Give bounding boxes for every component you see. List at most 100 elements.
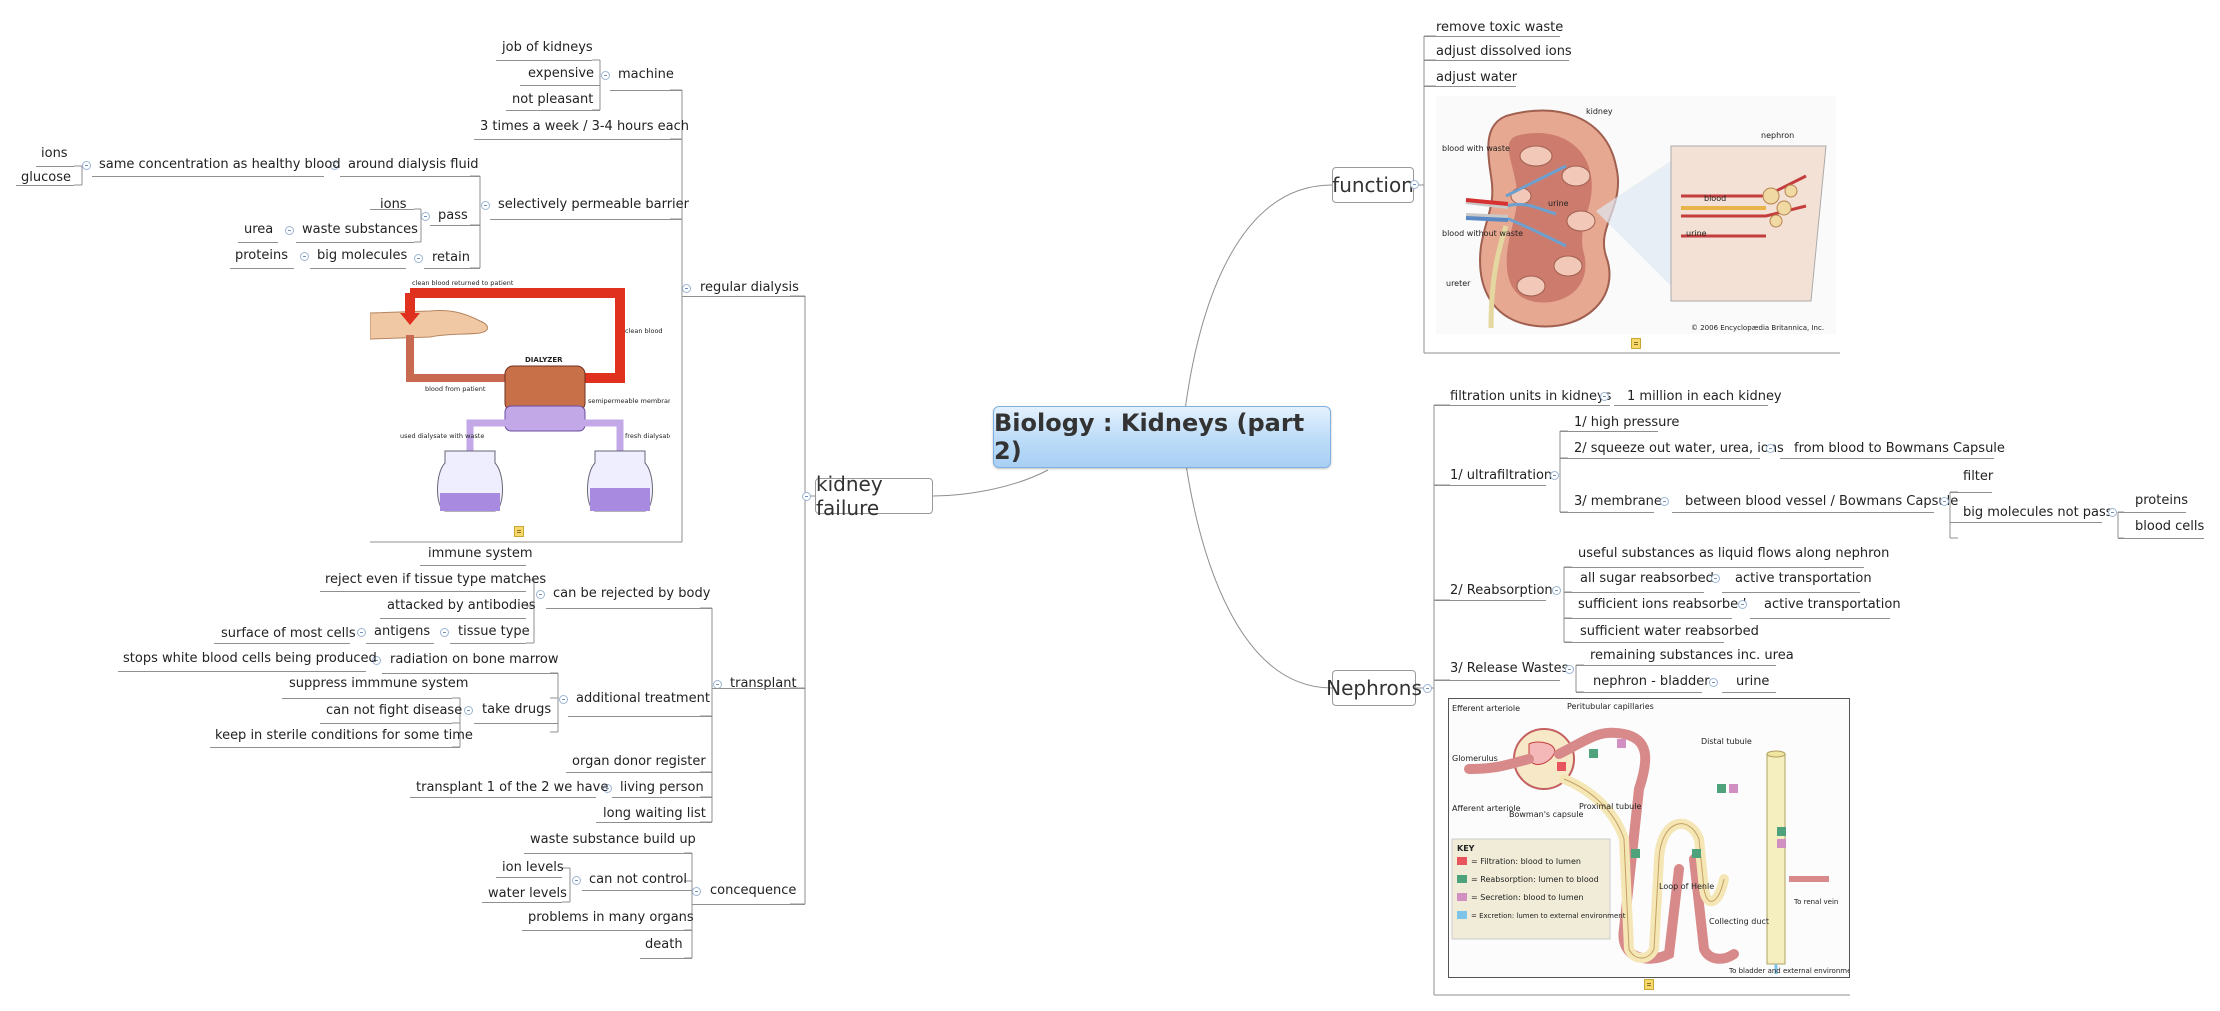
node-3-times-a-week[interactable]: 3 times a week / 3-4 hours each (480, 119, 689, 135)
collapse-button-nephrons[interactable] (1423, 684, 1432, 693)
node-radiation[interactable]: radiation on bone marrow (390, 652, 558, 668)
node-sufficient-water[interactable]: sufficient water reabsorbed (1580, 624, 1759, 640)
node-transplant[interactable]: transplant (730, 676, 797, 692)
node-nephron-bladder[interactable]: nephron - bladder (1593, 674, 1710, 690)
collapse-button[interactable] (1565, 665, 1574, 674)
node-active-transportation-1[interactable]: active transportation (1735, 571, 1872, 587)
collapse-button[interactable] (1552, 586, 1561, 595)
node-organ-donor-register[interactable]: organ donor register (572, 754, 706, 770)
node-waste-substances[interactable]: waste substances (302, 222, 418, 238)
node-attacked-by-antibodies[interactable]: attacked by antibodies (387, 598, 536, 614)
node-keep-sterile[interactable]: keep in sterile conditions for some time (215, 728, 473, 744)
collapse-button[interactable] (603, 784, 612, 793)
collapse-button[interactable] (572, 876, 581, 885)
node-can-not-control[interactable]: can not control (589, 872, 687, 888)
node-release-wastes[interactable]: 3/ Release Wastes (1450, 661, 1568, 677)
collapse-button[interactable] (440, 628, 449, 637)
node-sufficient-ions[interactable]: sufficient ions reabsorbed (1578, 597, 1746, 613)
node-urine[interactable]: urine (1736, 674, 1769, 690)
topic-function[interactable]: function (1332, 167, 1414, 203)
node-stops-white-blood-cells[interactable]: stops white blood cells being produced (123, 651, 377, 667)
collapse-button[interactable] (559, 695, 568, 704)
collapse-button[interactable] (601, 71, 610, 80)
node-remove-toxic-waste[interactable]: remove toxic waste (1436, 20, 1563, 36)
collapse-button[interactable] (692, 887, 701, 896)
collapse-button[interactable] (372, 656, 381, 665)
node-proteins-retain[interactable]: proteins (235, 248, 288, 264)
node-concequence[interactable]: concequence (710, 883, 796, 899)
node-long-waiting-list[interactable]: long waiting list (603, 806, 706, 822)
node-expensive[interactable]: expensive (528, 66, 594, 82)
node-membrane[interactable]: 3/ membrane (1574, 494, 1662, 510)
node-job-of-kidneys[interactable]: job of kidneys (502, 40, 593, 56)
collapse-button[interactable] (682, 284, 691, 293)
node-pass-ions[interactable]: ions (380, 197, 407, 213)
collapse-button[interactable] (414, 254, 423, 263)
node-antigens[interactable]: antigens (374, 624, 430, 640)
collapse-button[interactable] (1711, 574, 1720, 583)
collapse-button-function[interactable] (1410, 180, 1419, 189)
node-useful-substances[interactable]: useful substances as liquid flows along … (1578, 546, 1889, 562)
collapse-button[interactable] (536, 590, 545, 599)
collapse-button[interactable] (1660, 497, 1669, 506)
node-regular-dialysis[interactable]: regular dialysis (700, 280, 799, 296)
node-death[interactable]: death (645, 937, 683, 953)
node-blood-cells[interactable]: blood cells (2135, 519, 2204, 535)
topic-nephrons[interactable]: Nephrons (1326, 670, 1422, 706)
collapse-button-kidney-failure[interactable] (802, 492, 811, 501)
topic-kidney-failure[interactable]: kidney failure (815, 472, 933, 520)
collapse-button[interactable] (2108, 508, 2117, 517)
node-big-molecules-not-pass[interactable]: big molecules not pass (1963, 505, 2113, 521)
node-transplant-1-of-2[interactable]: transplant 1 of the 2 we have (416, 780, 608, 796)
node-glucose[interactable]: glucose (21, 170, 71, 186)
note-icon[interactable] (514, 526, 524, 537)
node-all-sugar[interactable]: all sugar reabsorbed (1580, 571, 1714, 587)
collapse-button[interactable] (1600, 392, 1609, 401)
node-can-be-rejected[interactable]: can be rejected by body (553, 586, 710, 602)
collapse-button[interactable] (464, 706, 473, 715)
node-immune-system[interactable]: immune system (428, 546, 533, 562)
node-around-dialysis-fluid[interactable]: around dialysis fluid (348, 157, 479, 173)
node-reabsorption[interactable]: 2/ Reabsorption (1450, 583, 1553, 599)
collapse-button[interactable] (1550, 471, 1559, 480)
node-squeeze[interactable]: 2/ squeeze out water, urea, ions (1574, 441, 1784, 457)
node-surface-of-most-cells[interactable]: surface of most cells (221, 626, 356, 642)
collapse-button[interactable] (1738, 600, 1747, 609)
node-remaining-substances[interactable]: remaining substances inc. urea (1590, 648, 1794, 664)
node-problems-in-many-organs[interactable]: problems in many organs (528, 910, 694, 926)
node-waste-build-up[interactable]: waste substance build up (530, 832, 696, 848)
node-big-molecules[interactable]: big molecules (317, 248, 407, 264)
node-ultrafiltration[interactable]: 1/ ultrafiltration (1450, 468, 1552, 484)
node-filtration-units[interactable]: filtration units in kidneys (1450, 389, 1611, 405)
collapse-button[interactable] (421, 212, 430, 221)
node-active-transportation-2[interactable]: active transportation (1764, 597, 1901, 613)
node-ions[interactable]: ions (41, 146, 68, 162)
node-living-person[interactable]: living person (620, 780, 704, 796)
node-ion-levels[interactable]: ion levels (502, 860, 564, 876)
central-topic[interactable]: Biology : Kidneys (part 2) (993, 406, 1331, 468)
note-icon[interactable] (1631, 338, 1641, 349)
node-pass[interactable]: pass (438, 208, 468, 224)
node-high-pressure[interactable]: 1/ high pressure (1574, 415, 1679, 431)
node-same-concentration[interactable]: same concentration as healthy blood (99, 157, 341, 173)
node-urea[interactable]: urea (244, 222, 273, 238)
node-reject-even[interactable]: reject even if tissue type matches (325, 572, 546, 588)
collapse-button[interactable] (82, 161, 91, 170)
node-can-not-fight-disease[interactable]: can not fight disease (326, 703, 462, 719)
collapse-button[interactable] (300, 252, 309, 261)
note-icon[interactable] (1644, 979, 1654, 990)
node-blood-to-bowmans[interactable]: from blood to Bowmans Capsule (1794, 441, 2005, 457)
node-adjust-water[interactable]: adjust water (1436, 70, 1517, 86)
collapse-button[interactable] (1940, 497, 1949, 506)
collapse-button[interactable] (481, 201, 490, 210)
node-tissue-type[interactable]: tissue type (458, 624, 530, 640)
collapse-button[interactable] (357, 628, 366, 637)
node-1-million[interactable]: 1 million in each kidney (1627, 389, 1782, 405)
node-machine[interactable]: machine (618, 67, 674, 83)
node-proteins[interactable]: proteins (2135, 493, 2188, 509)
node-additional-treatment[interactable]: additional treatment (576, 691, 710, 707)
collapse-button[interactable] (1766, 444, 1775, 453)
collapse-button[interactable] (285, 226, 294, 235)
node-not-pleasant[interactable]: not pleasant (512, 92, 593, 108)
node-water-levels[interactable]: water levels (488, 886, 567, 902)
